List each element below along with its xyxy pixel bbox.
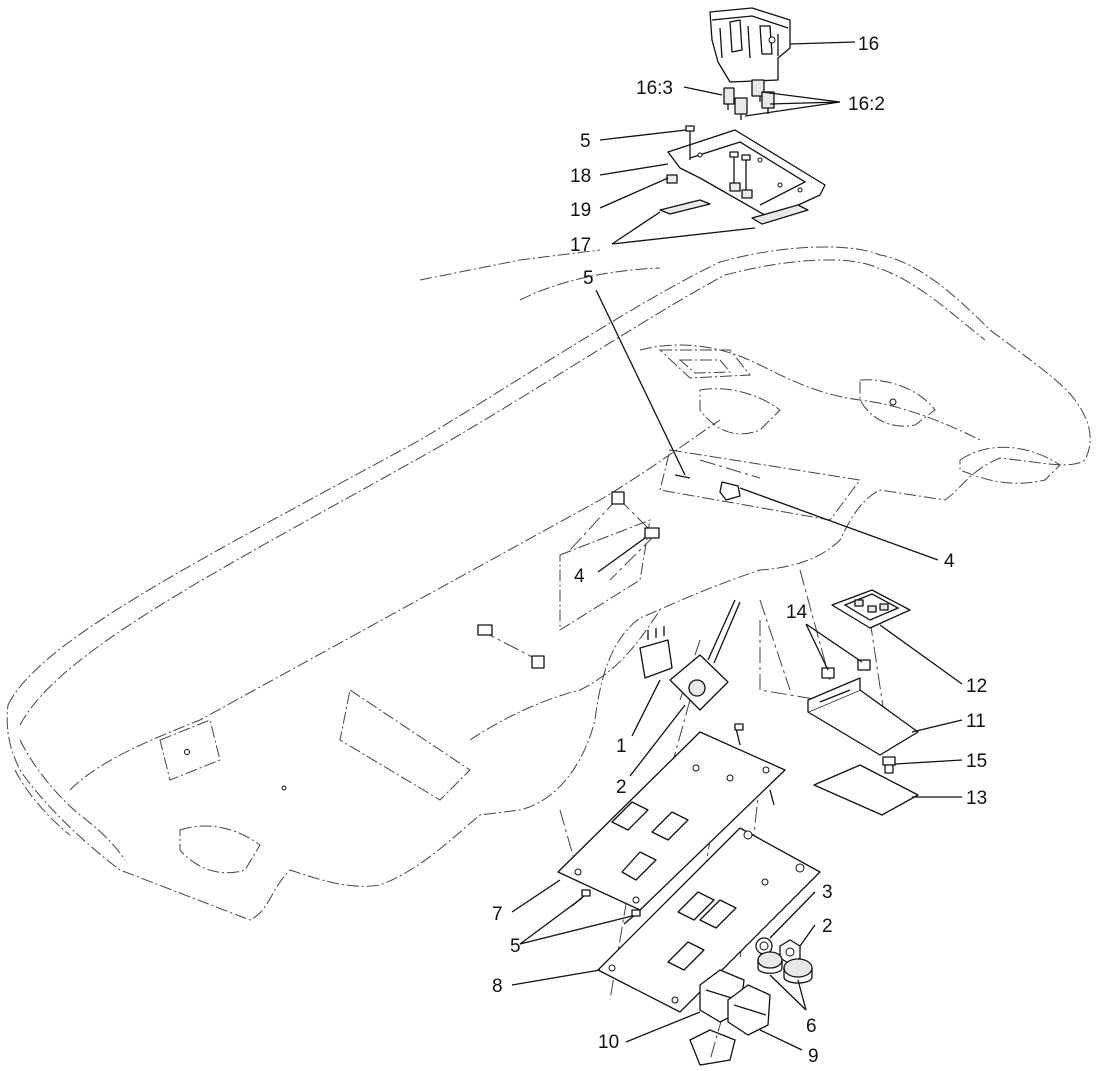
- callout-6: 6: [806, 1016, 817, 1037]
- callout-5-mid: 5: [583, 268, 594, 289]
- callout-5-top: 5: [580, 131, 591, 152]
- callout-13: 13: [966, 788, 987, 809]
- part-1-switch: [639, 626, 673, 679]
- callout-2-left: 2: [616, 777, 627, 798]
- part-8-plate: [597, 827, 821, 1013]
- part-5-screws-top: [685, 125, 751, 190]
- part-15-screw: [882, 756, 896, 774]
- callout-8: 8: [492, 976, 503, 997]
- callout-3: 3: [822, 882, 833, 903]
- callout-5-lower: 5: [510, 936, 521, 957]
- callout-labels: 16 16:3 16:2 5 18 19 17 5 4 4 14 12 11 1…: [492, 34, 987, 1067]
- callout-18: 18: [570, 166, 591, 187]
- part-14-nuts: [821, 659, 871, 679]
- callout-16: 16: [858, 34, 879, 55]
- part-7-plate: [557, 731, 786, 911]
- part-4-clip-nuts: [477, 474, 741, 669]
- callout-16-2: 16:2: [848, 94, 885, 115]
- part-3-nut: [755, 937, 773, 955]
- callout-15: 15: [966, 751, 987, 772]
- part-12-fuse-block: [831, 589, 911, 629]
- callout-12: 12: [966, 676, 987, 697]
- part-9-switch: [689, 984, 771, 1066]
- callout-4-left: 4: [574, 566, 585, 587]
- callout-14: 14: [786, 602, 808, 623]
- part-2-actuator: [669, 599, 741, 711]
- callout-2-right: 2: [822, 916, 833, 937]
- part-13-gasket: [813, 764, 919, 816]
- part-16-fuses: [723, 79, 775, 120]
- callout-7: 7: [492, 904, 503, 925]
- part-16-relay-holder: [709, 7, 791, 83]
- console-body-ghost: [6, 246, 1091, 921]
- part-6-caps: [757, 951, 813, 984]
- callout-9: 9: [808, 1046, 819, 1067]
- part-17-pads: [659, 199, 809, 225]
- callout-17: 17: [570, 235, 591, 256]
- callout-4-right: 4: [944, 551, 955, 572]
- leader-lines: [511, 41, 963, 1051]
- callout-1: 1: [616, 736, 627, 757]
- part-11-bracket: [807, 677, 919, 756]
- callout-19: 19: [570, 200, 591, 221]
- callout-11: 11: [966, 711, 986, 732]
- callout-10: 10: [598, 1032, 619, 1053]
- callout-16-3: 16:3: [636, 78, 673, 99]
